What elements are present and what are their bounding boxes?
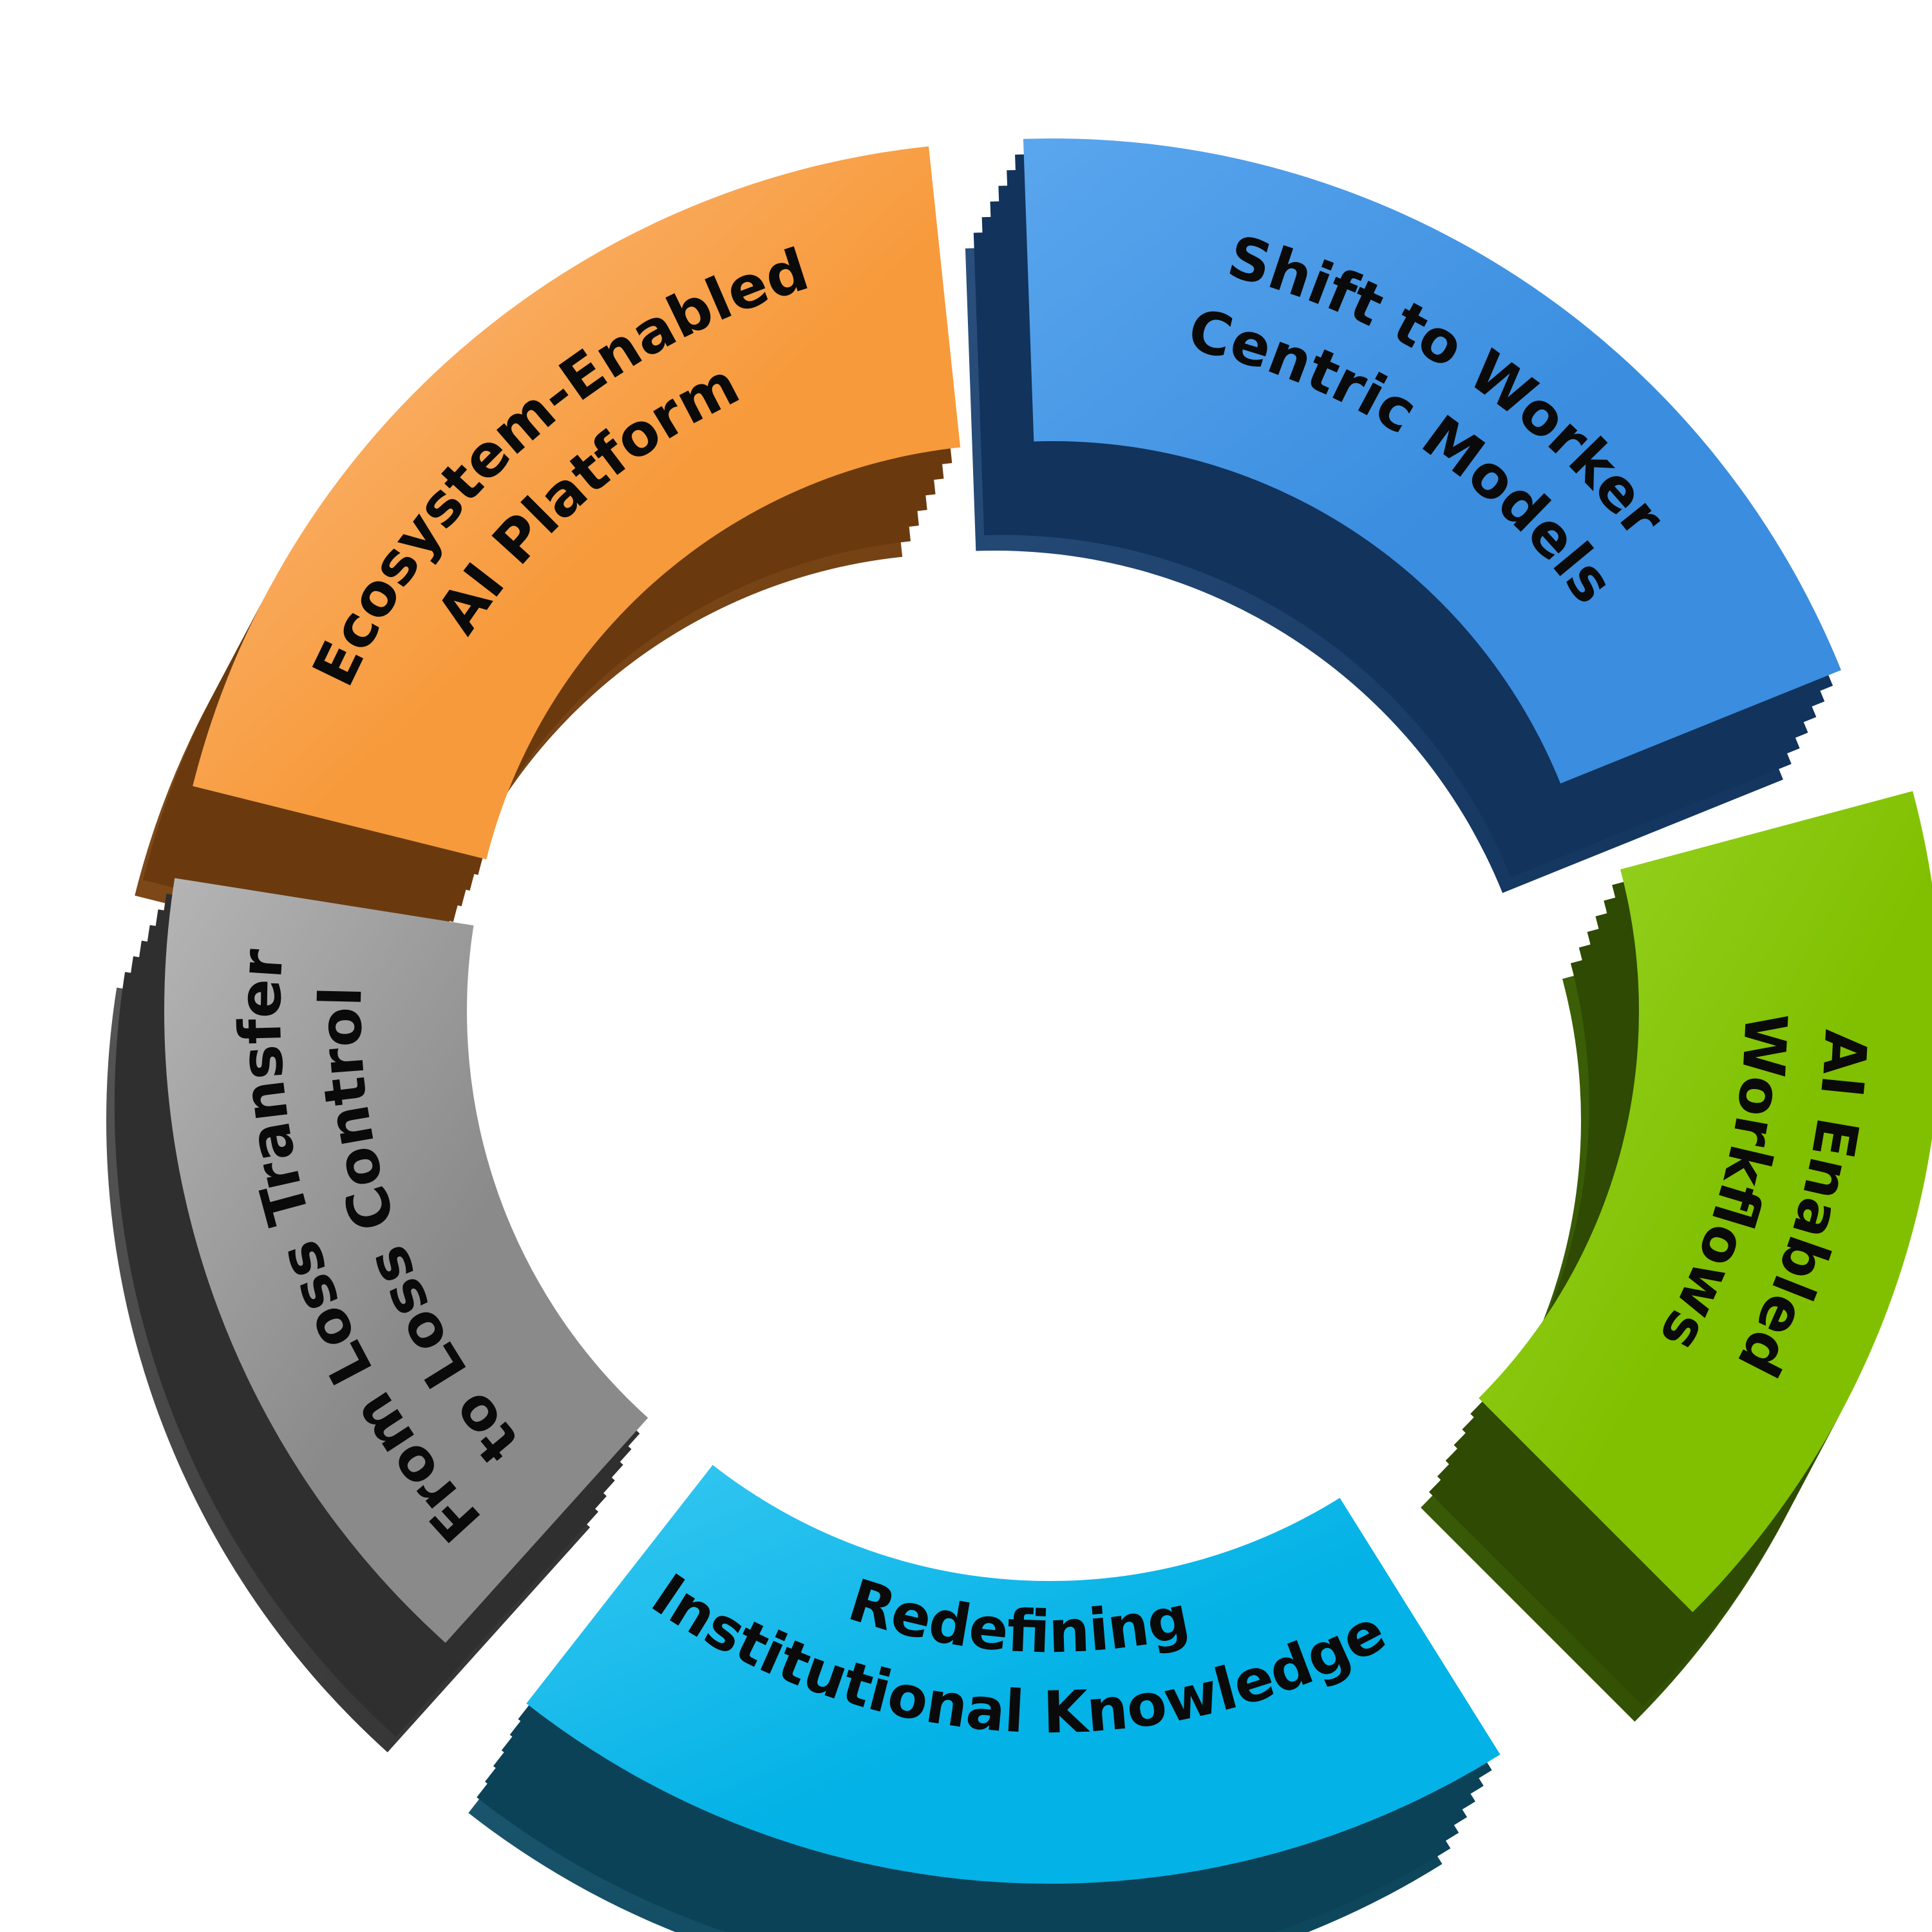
- segment-knowledge: [526, 1464, 1501, 1884]
- segment-shift: [1023, 138, 1841, 784]
- segment-loss: [164, 878, 649, 1643]
- ring-top-faces: [164, 138, 1932, 1884]
- segment-ecosystem: [193, 146, 961, 860]
- segment-workflows: [1479, 791, 1932, 1613]
